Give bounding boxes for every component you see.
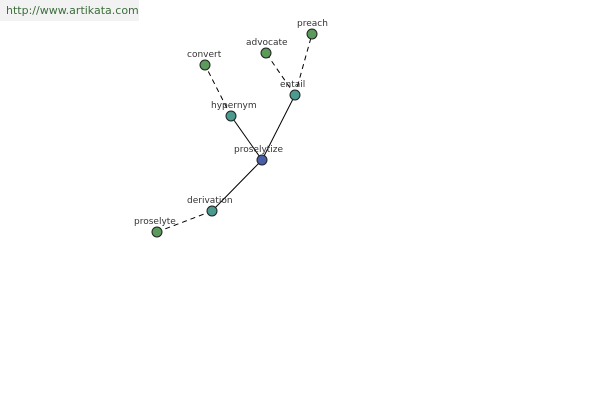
- node-label-hypernym[interactable]: hypernym: [211, 101, 257, 111]
- site-url-link[interactable]: http://www.artikata.com: [0, 0, 139, 21]
- node-advocate[interactable]: advocate: [246, 38, 288, 59]
- nodes-layer: proselytize hypernym entail derivation conve…: [134, 19, 328, 238]
- node-dot-derivation[interactable]: [206, 205, 218, 217]
- node-dot-preach[interactable]: [306, 28, 318, 40]
- node-convert[interactable]: convert: [187, 50, 222, 71]
- edge-derivation-proselyte: [156, 210, 213, 233]
- edge-proselytize-entail: [261, 94, 296, 161]
- node-label-entail[interactable]: entail: [280, 80, 305, 90]
- node-proselytize[interactable]: proselytize: [234, 145, 284, 166]
- node-dot-entail[interactable]: [289, 89, 301, 101]
- edge-proselytize-hypernym: [230, 115, 263, 161]
- node-label-convert[interactable]: convert: [187, 50, 222, 60]
- node-proselyte[interactable]: proselyte: [134, 217, 176, 238]
- node-derivation[interactable]: derivation: [187, 196, 233, 217]
- node-label-proselyte[interactable]: proselyte: [134, 217, 176, 227]
- node-hypernym[interactable]: hypernym: [211, 101, 257, 122]
- node-entail[interactable]: entail: [280, 80, 305, 101]
- node-label-proselytize[interactable]: proselytize: [234, 145, 284, 155]
- node-label-derivation[interactable]: derivation: [187, 196, 233, 206]
- node-label-advocate[interactable]: advocate: [246, 38, 288, 48]
- edge-proselytize-derivation: [211, 159, 263, 212]
- node-dot-proselytize[interactable]: [256, 154, 268, 166]
- node-dot-hypernym[interactable]: [225, 110, 237, 122]
- node-dot-convert[interactable]: [199, 59, 211, 71]
- node-dot-advocate[interactable]: [260, 47, 272, 59]
- node-dot-proselyte[interactable]: [151, 226, 163, 238]
- edge-entail-preach: [294, 33, 313, 96]
- edge-hypernym-convert: [204, 64, 232, 117]
- edges-layer: [156, 33, 313, 233]
- node-label-preach[interactable]: preach: [297, 19, 328, 29]
- node-preach[interactable]: preach: [297, 19, 328, 40]
